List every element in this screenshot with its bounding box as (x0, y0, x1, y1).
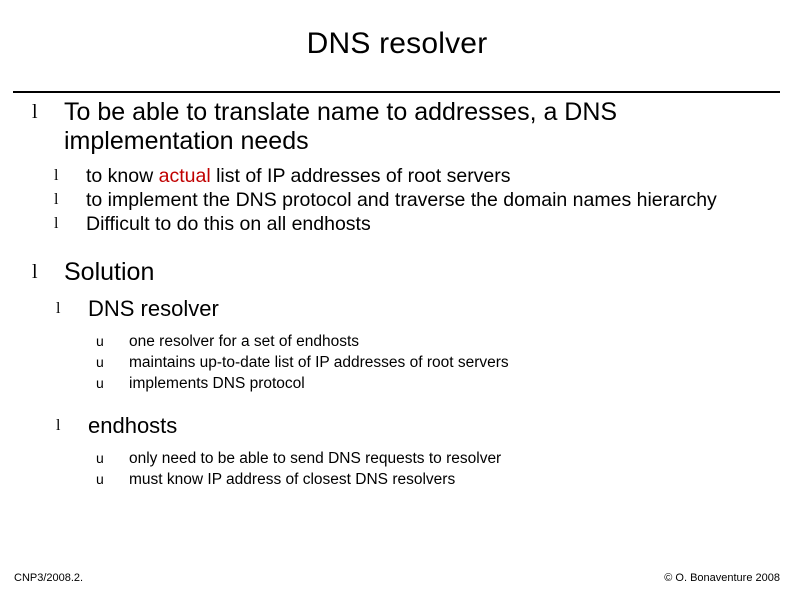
bullet-marker-level3: u (96, 333, 104, 349)
list-item: u only need to be able to send DNS reque… (96, 448, 794, 469)
bullet-marker-level2: l (56, 300, 61, 317)
bullet-marker-level1: l (32, 101, 38, 123)
list-item-label: must know IP address of closest DNS reso… (129, 471, 456, 488)
list-item-label: maintains up-to-date list of IP addresse… (129, 354, 509, 371)
title-divider (13, 91, 780, 93)
bullet-marker-level3: u (96, 375, 104, 391)
bullet-requirement-actual-label: to know actual list of IP addresses of r… (86, 164, 794, 188)
list-item: u must know IP address of closest DNS re… (96, 469, 794, 490)
bullet-marker-level3: u (96, 354, 104, 370)
list-item-label: one resolver for a set of endhosts (129, 333, 360, 350)
slide-footer: CNP3/2008.2. © O. Bonaventure 2008 (0, 569, 794, 587)
spacer (0, 287, 794, 295)
bullet-group-dns-resolver-label: DNS resolver (88, 296, 219, 321)
bullet-group-endhosts-label: endhosts (88, 413, 178, 438)
requirement-highlight: actual (158, 165, 211, 187)
bullet-marker-level1: l (32, 261, 38, 283)
bullet-marker-level2: l (54, 167, 59, 184)
bullet-marker-level2: l (54, 191, 59, 208)
bullet-group-dns-resolver: l DNS resolver (56, 295, 794, 323)
bullet-marker-level2: l (56, 417, 61, 434)
spacer (0, 440, 794, 448)
bullet-solution-heading-label: Solution (64, 258, 155, 286)
spacer (0, 156, 794, 164)
bullet-solution-heading: l Solution (32, 258, 794, 287)
list-item-label: implements DNS protocol (129, 375, 305, 392)
list-item: u implements DNS protocol (96, 373, 794, 394)
bullet-marker-level2: l (54, 215, 59, 232)
slide-body: l To be able to translate name to addres… (0, 98, 794, 490)
footer-copyright: © O. Bonaventure 2008 (664, 572, 780, 584)
bullet-requirement-protocol: l to implement the DNS protocol and trav… (54, 188, 794, 212)
bullet-marker-level3: u (96, 450, 104, 466)
list-item: u maintains up-to-date list of IP addres… (96, 352, 794, 373)
requirement-suffix: list of IP addresses of root servers (210, 165, 511, 187)
bullet-requirement-protocol-label: to implement the DNS protocol and traver… (86, 189, 717, 211)
list-item: u one resolver for a set of endhosts (96, 331, 794, 352)
bullet-main-requirement-label: To be able to translate name to addresse… (64, 98, 618, 155)
page-title: DNS resolver (306, 27, 488, 60)
bullet-marker-level3: u (96, 471, 104, 487)
spacer (0, 236, 794, 258)
spacer (0, 323, 794, 331)
bullet-main-requirement: l To be able to translate name to addres… (32, 98, 794, 156)
bullet-requirement-actual: l to know actual list of IP addresses of… (54, 164, 794, 188)
footer-course-code: CNP3/2008.2. (14, 572, 84, 584)
bullet-requirement-difficult: l Difficult to do this on all endhosts (54, 212, 794, 236)
requirement-prefix: to know (86, 165, 159, 187)
bullet-group-endhosts: l endhosts (56, 412, 794, 440)
bullet-requirement-difficult-label: Difficult to do this on all endhosts (86, 213, 371, 235)
spacer (0, 394, 794, 412)
list-item-label: only need to be able to send DNS request… (129, 450, 502, 467)
